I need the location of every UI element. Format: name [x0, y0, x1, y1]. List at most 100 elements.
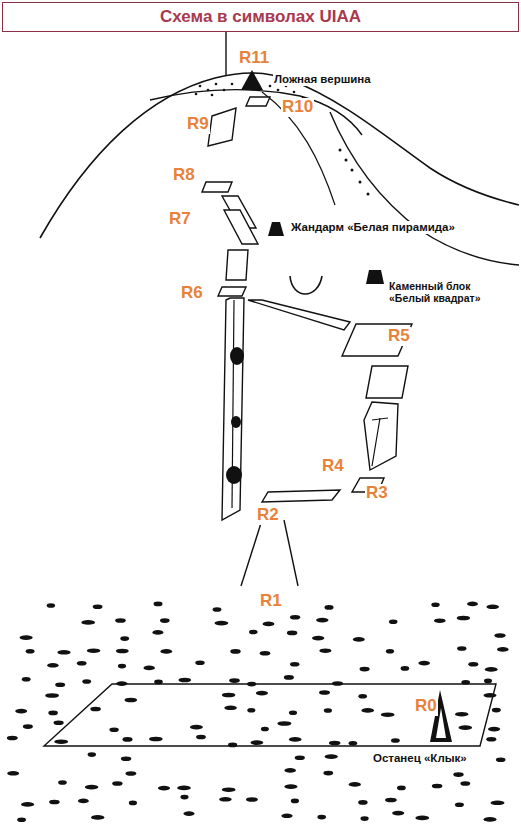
scree-dot: [349, 782, 361, 787]
scree-dot: [112, 781, 122, 786]
scree-dot: [324, 708, 332, 713]
scree-dot: [285, 768, 296, 773]
pitch-number: R11: [238, 49, 270, 68]
pitch-number: R0: [414, 697, 438, 716]
scree-dot: [263, 622, 275, 627]
scree-dot: [431, 603, 439, 608]
scree-dot: [87, 648, 100, 653]
scree-dot: [116, 681, 127, 686]
scree-dot: [154, 602, 163, 607]
scree-dot: [277, 721, 291, 726]
pitch-number: R1: [259, 592, 283, 611]
scree-dot: [57, 650, 70, 655]
landmark-label: Останец «Клык»: [372, 752, 468, 765]
scree-dot: [284, 675, 294, 680]
scree-dot: [460, 781, 470, 786]
scree-dot: [195, 661, 204, 666]
scree-dot: [77, 661, 87, 666]
scree-dot: [401, 666, 410, 671]
scree-dot: [261, 727, 269, 732]
scree-dot: [319, 648, 331, 653]
scree-dot: [415, 816, 429, 821]
scree-dot: [149, 737, 163, 742]
scree-dot: [461, 680, 470, 685]
scree-dot: [152, 630, 163, 635]
scree-dot: [492, 708, 501, 713]
scree-dot: [353, 637, 365, 642]
scree-dot: [486, 605, 499, 610]
scree-dot: [179, 678, 192, 683]
scree-dot: [358, 694, 367, 699]
landmark-label: Каменный блок «Белый квадрат»: [388, 281, 508, 304]
scree-dot: [154, 680, 163, 685]
scree-dot: [109, 728, 118, 733]
scree-dot: [291, 799, 299, 804]
scree-dot: [21, 802, 34, 807]
pitch-number: R8: [172, 166, 196, 185]
scree-dot: [125, 771, 136, 776]
scree-dot: [491, 801, 505, 806]
scree-dot: [290, 615, 300, 620]
pitch-number: R9: [186, 115, 210, 134]
scree-dot: [287, 631, 297, 636]
scree-dot: [144, 666, 155, 671]
scree-dot: [317, 815, 326, 820]
scree-dot: [15, 709, 27, 714]
scree-dot: [358, 800, 367, 805]
scree-dot: [160, 649, 172, 654]
scree-dot: [251, 740, 264, 745]
scree-dot: [290, 662, 299, 667]
scree-dot: [49, 800, 60, 805]
scree-dot: [484, 817, 497, 822]
scree-dot: [88, 752, 96, 757]
scree-dot: [455, 712, 468, 717]
scree-dot: [386, 649, 394, 654]
scree-dot: [222, 787, 236, 792]
scree-dot: [222, 693, 236, 698]
scree-dot: [177, 786, 191, 791]
scree-dot: [224, 706, 237, 711]
scree-dot: [121, 756, 131, 761]
scree-dot: [381, 712, 395, 717]
scree-dot: [496, 758, 506, 763]
scree-dot: [54, 720, 64, 725]
scree-dot: [123, 737, 133, 742]
scree-dot: [325, 754, 338, 759]
scree-dot: [289, 711, 297, 716]
scree-dot: [184, 811, 195, 816]
scree-dot: [26, 649, 35, 654]
scree-dot: [160, 618, 170, 623]
scree-dot: [115, 618, 126, 623]
scree-dot: [190, 725, 203, 730]
scree-dot: [228, 743, 237, 748]
landmark-label: Ложная вершина: [273, 73, 372, 86]
scree-dot: [47, 663, 58, 668]
scree-dot: [229, 678, 240, 683]
scree-dot: [361, 816, 369, 821]
scree-dot: [397, 786, 406, 791]
scree-dot: [20, 635, 33, 640]
scree-dot: [256, 691, 268, 696]
scree-dot: [55, 682, 65, 687]
scree-dot: [22, 677, 31, 682]
scree-dot: [246, 797, 258, 802]
scree-dot: [260, 651, 271, 656]
scree-dot: [82, 679, 91, 684]
scree-dot: [484, 693, 497, 698]
scree-dot: [120, 636, 129, 641]
scree-dot: [295, 755, 305, 760]
scree-dot: [213, 607, 222, 612]
scree-dot: [494, 633, 505, 638]
scree-dot: [434, 618, 446, 623]
scree-dot: [247, 682, 256, 687]
scree-dot: [215, 621, 229, 626]
scree-dot: [7, 736, 18, 741]
pitch-number: R2: [256, 506, 280, 525]
scree-dot: [281, 814, 292, 819]
scree-dot: [48, 711, 58, 716]
scree-dot: [93, 604, 103, 609]
pitch-number: R3: [365, 484, 389, 503]
title-band: Схема в символах UIAA: [2, 2, 519, 32]
scree-dot: [332, 681, 343, 686]
scree-dot: [361, 708, 374, 713]
